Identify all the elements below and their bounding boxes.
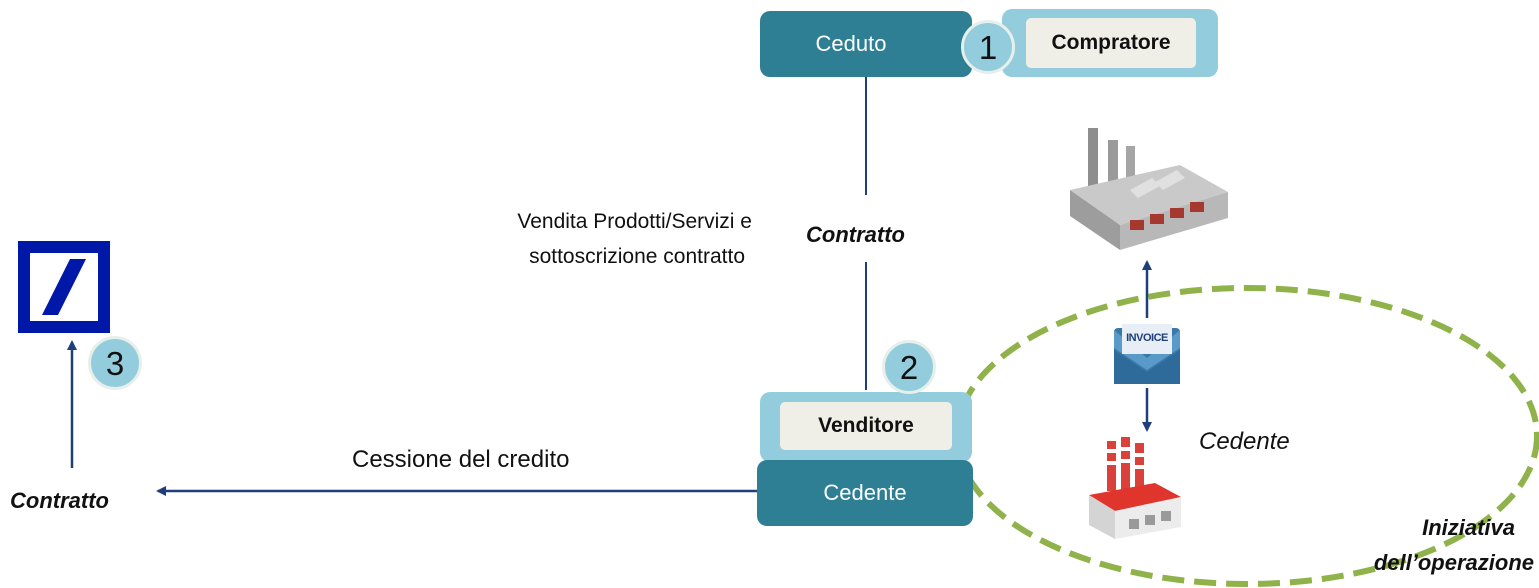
invoice-text: INVOICE: [1126, 332, 1168, 344]
contratto-center-label: Contratto: [806, 222, 905, 247]
badge-2: 2: [882, 340, 936, 394]
vendita-label-line2: sottoscrizione contratto: [529, 245, 745, 268]
badge-1: 1: [961, 20, 1015, 74]
ceduto-box: Ceduto: [760, 11, 972, 77]
cedente-factory-label: Cedente: [1199, 428, 1290, 455]
invoice-envelope-icon: INVOICE: [1112, 318, 1182, 388]
iniziativa-label-line1: Iniziativa: [1422, 515, 1515, 540]
bank-logo-icon: [18, 241, 110, 333]
badge-3: 3: [88, 336, 142, 390]
gray-factory-icon: [1070, 128, 1228, 250]
iniziativa-label-line2: dell’operazione: [1373, 550, 1534, 575]
vendita-label-line1: Vendita Prodotti/Servizi e: [517, 210, 752, 233]
cedente-box: Cedente: [757, 460, 973, 526]
cessione-label: Cessione del credito: [352, 446, 570, 473]
venditore-label: Venditore: [780, 402, 952, 450]
contratto-left-label: Contratto: [10, 488, 109, 513]
red-factory-icon: [1089, 437, 1181, 539]
compratore-label: Compratore: [1026, 18, 1196, 68]
